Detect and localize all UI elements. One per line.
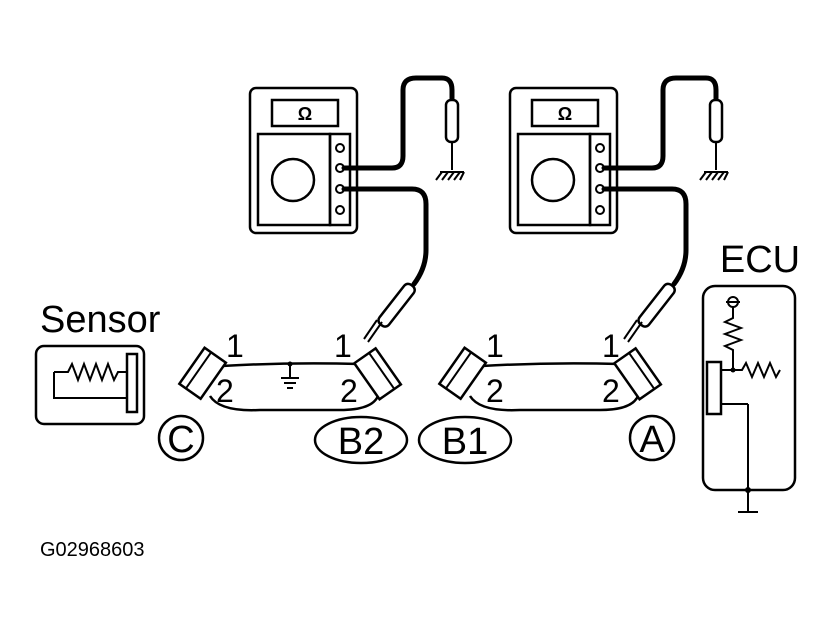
b2-pin-top-right: 1 [334, 328, 352, 364]
connector-b2-badge: B2 [313, 415, 409, 465]
connector-a-letter: A [639, 419, 665, 461]
jack-icon [595, 143, 605, 153]
ohmmeter-left-dial-icon [270, 157, 316, 203]
ecu-label: ECU [720, 239, 800, 281]
lead-right-ground [601, 75, 719, 171]
connector-c-letter: C [167, 419, 194, 461]
ground-icon [699, 171, 729, 181]
ohmmeter-right-dial-icon [530, 157, 576, 203]
connector-b1-badge: B1 [417, 415, 513, 465]
sensor-label: Sensor [40, 299, 161, 341]
resistor-icon [54, 361, 127, 383]
ohmmeter-right: Ω [508, 86, 619, 235]
ecu-box [701, 284, 797, 493]
connector-b1-letter: B1 [442, 421, 488, 463]
connector-c-badge: C [157, 414, 205, 462]
b1-pin-top-left: 1 [486, 328, 504, 364]
ground-icon [435, 171, 465, 181]
probe-right-a [637, 282, 676, 328]
lead-right-a [601, 186, 689, 287]
b2-pin-bottom-left: 2 [216, 373, 234, 409]
b2-pin-top-left: 1 [226, 328, 244, 364]
resistor-icon [722, 314, 744, 370]
b1-pin-bottom-right: 2 [602, 373, 620, 409]
b2-pin-bottom-right: 2 [340, 373, 358, 409]
ohmmeter-left: Ω [248, 86, 359, 235]
lead-left-ground [341, 75, 455, 171]
probe-left-b2 [377, 282, 416, 328]
connector-a-badge: A [628, 414, 676, 462]
harness-b1-a [437, 346, 663, 412]
sensor-box [34, 344, 146, 426]
ohmmeter-left-unit: Ω [298, 104, 312, 124]
probe-left-ground [444, 98, 460, 170]
jack-icon [335, 143, 345, 153]
jack-icon [335, 205, 345, 215]
ground-icon [281, 361, 299, 389]
ohmmeter-right-unit: Ω [558, 104, 572, 124]
resistor-icon [733, 360, 781, 380]
b1-pin-top-right: 1 [602, 328, 620, 364]
figure-id: G02968603 [40, 539, 145, 561]
lead-left-b2 [341, 186, 429, 287]
harness-c-b2 [177, 346, 403, 412]
probe-right-ground [708, 98, 724, 170]
connector-b2-letter: B2 [338, 421, 384, 463]
b1-pin-bottom-left: 2 [486, 373, 504, 409]
ground-icon [738, 490, 758, 513]
jack-icon [595, 205, 605, 215]
